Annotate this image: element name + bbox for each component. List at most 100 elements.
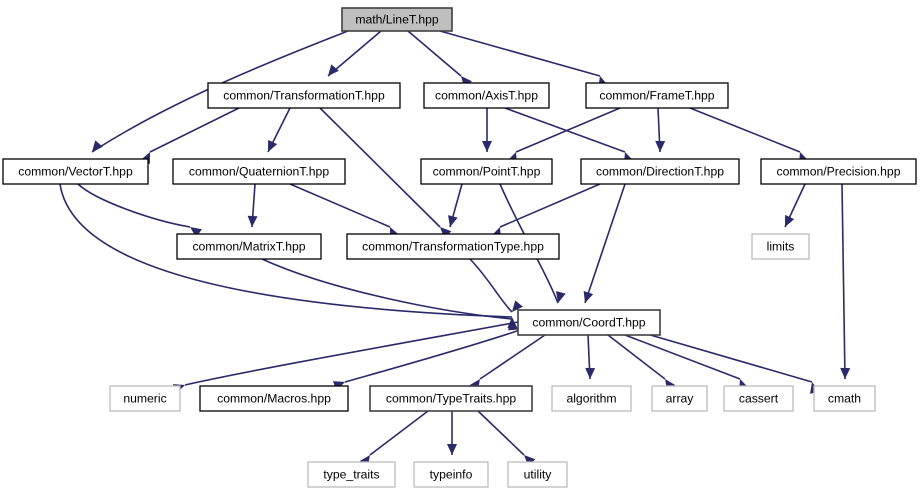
edge-transT-to-quatT xyxy=(267,107,291,153)
node-box[interactable] xyxy=(423,82,550,109)
node-label: limits xyxy=(767,240,795,254)
node-precision[interactable]: common/Precision.hpp xyxy=(760,158,917,185)
node-box[interactable] xyxy=(369,385,533,412)
node-transType[interactable]: common/TransformationType.hpp xyxy=(346,233,560,260)
node-box[interactable] xyxy=(172,158,346,185)
node-frameT[interactable]: common/FrameT.hpp xyxy=(585,82,729,109)
edge-line xyxy=(184,321,519,386)
node-limits[interactable]: limits xyxy=(751,233,810,260)
node-box[interactable] xyxy=(651,385,708,412)
edge-line xyxy=(479,334,546,380)
edge-typetraits-to-typeinfo xyxy=(447,411,457,455)
edge-precision-to-limits xyxy=(784,183,806,228)
node-label: algorithm xyxy=(566,392,616,406)
edge-dirT-to-transType xyxy=(491,183,601,240)
edge-lineT-to-axisT xyxy=(407,30,472,88)
node-box[interactable] xyxy=(420,158,553,185)
edge-matrixT-to-coordT xyxy=(261,258,518,331)
node-box[interactable] xyxy=(109,385,181,412)
edge-line xyxy=(369,410,429,456)
edge-layer xyxy=(59,30,851,467)
node-array[interactable]: array xyxy=(651,385,708,412)
edge-line xyxy=(149,107,240,153)
node-box[interactable] xyxy=(580,158,740,185)
node-type_traits[interactable]: type_traits xyxy=(307,461,396,488)
node-macros[interactable]: common/Macros.hpp xyxy=(199,385,349,412)
node-label: math/LineT.hpp xyxy=(355,13,439,27)
node-box[interactable] xyxy=(585,82,729,109)
node-numeric[interactable]: numeric xyxy=(109,385,181,412)
node-box[interactable] xyxy=(723,385,794,412)
edge-coordT-to-array xyxy=(607,334,676,391)
node-box[interactable] xyxy=(2,158,149,185)
node-box[interactable] xyxy=(760,158,917,185)
edge-transT-to-transType xyxy=(319,107,452,239)
node-label: common/TransformationT.hpp xyxy=(223,89,385,103)
arrow-head-icon xyxy=(655,140,666,152)
node-label: common/PointT.hpp xyxy=(433,165,541,179)
edge-precision-to-cmath xyxy=(840,183,851,380)
node-box[interactable] xyxy=(207,82,401,109)
node-cmath[interactable]: cmath xyxy=(813,385,876,412)
node-label: common/VectorT.hpp xyxy=(18,165,133,179)
node-box[interactable] xyxy=(751,233,810,260)
node-box[interactable] xyxy=(346,233,560,260)
edge-line xyxy=(344,329,521,383)
edge-transT-to-vectorT xyxy=(140,107,240,165)
node-vectorT[interactable]: common/VectorT.hpp xyxy=(2,158,149,185)
edge-line xyxy=(639,331,813,383)
node-label: common/AxisT.hpp xyxy=(435,89,538,103)
edge-line xyxy=(77,183,191,228)
node-label: common/TransformationType.hpp xyxy=(362,240,544,254)
node-pointT[interactable]: common/PointT.hpp xyxy=(420,158,553,185)
edge-line xyxy=(289,183,391,228)
arrow-head-icon xyxy=(512,300,523,312)
edge-line xyxy=(477,410,525,456)
edge-coordT-to-algorithm xyxy=(585,334,596,380)
arrow-head-icon xyxy=(785,214,795,227)
node-label: common/DirectionT.hpp xyxy=(596,165,724,179)
node-algorithm[interactable]: algorithm xyxy=(551,385,632,412)
node-box[interactable] xyxy=(413,461,489,488)
node-box[interactable] xyxy=(551,385,632,412)
arrow-head-icon xyxy=(840,367,851,379)
node-box[interactable] xyxy=(517,309,661,336)
edge-lineT-to-transT xyxy=(327,30,382,77)
node-typetraits[interactable]: common/TypeTraits.hpp xyxy=(369,385,533,412)
node-box[interactable] xyxy=(199,385,349,412)
node-utility[interactable]: utility xyxy=(507,461,568,488)
arrow-head-icon xyxy=(524,455,536,467)
node-quatT[interactable]: common/QuaternionT.hpp xyxy=(172,158,346,185)
edge-frameT-to-pointT xyxy=(507,107,621,165)
edge-quatT-to-transType xyxy=(289,183,400,240)
node-dirT[interactable]: common/DirectionT.hpp xyxy=(580,158,740,185)
node-box[interactable] xyxy=(341,7,453,32)
arrow-head-icon xyxy=(440,227,452,239)
edge-typetraits-to-type_traits xyxy=(359,410,429,467)
arrow-head-icon xyxy=(556,291,566,303)
node-box[interactable] xyxy=(307,461,396,488)
node-label: cmath xyxy=(828,392,861,406)
edge-line xyxy=(504,107,626,153)
edge-dirT-to-coordT xyxy=(583,183,626,304)
node-box[interactable] xyxy=(176,233,322,260)
arrow-head-icon xyxy=(447,444,457,455)
node-coordT[interactable]: common/CoordT.hpp xyxy=(517,309,661,336)
node-cassert[interactable]: cassert xyxy=(723,385,794,412)
node-label: common/QuaternionT.hpp xyxy=(189,165,329,179)
node-box[interactable] xyxy=(813,385,876,412)
node-lineT[interactable]: math/LineT.hpp xyxy=(341,7,453,32)
edge-line xyxy=(439,30,601,77)
edge-frameT-to-precision xyxy=(689,107,809,165)
node-transT[interactable]: common/TransformationT.hpp xyxy=(207,82,401,109)
edge-axisT-to-dirT xyxy=(504,107,634,165)
node-matrixT[interactable]: common/MatrixT.hpp xyxy=(176,233,322,260)
node-axisT[interactable]: common/AxisT.hpp xyxy=(423,82,550,109)
arrow-head-icon xyxy=(507,319,518,331)
node-box[interactable] xyxy=(507,461,568,488)
node-typeinfo[interactable]: typeinfo xyxy=(413,461,489,488)
node-label: common/TypeTraits.hpp xyxy=(386,392,516,406)
edge-lineT-to-vectorT xyxy=(91,30,349,153)
edge-line xyxy=(261,258,513,320)
